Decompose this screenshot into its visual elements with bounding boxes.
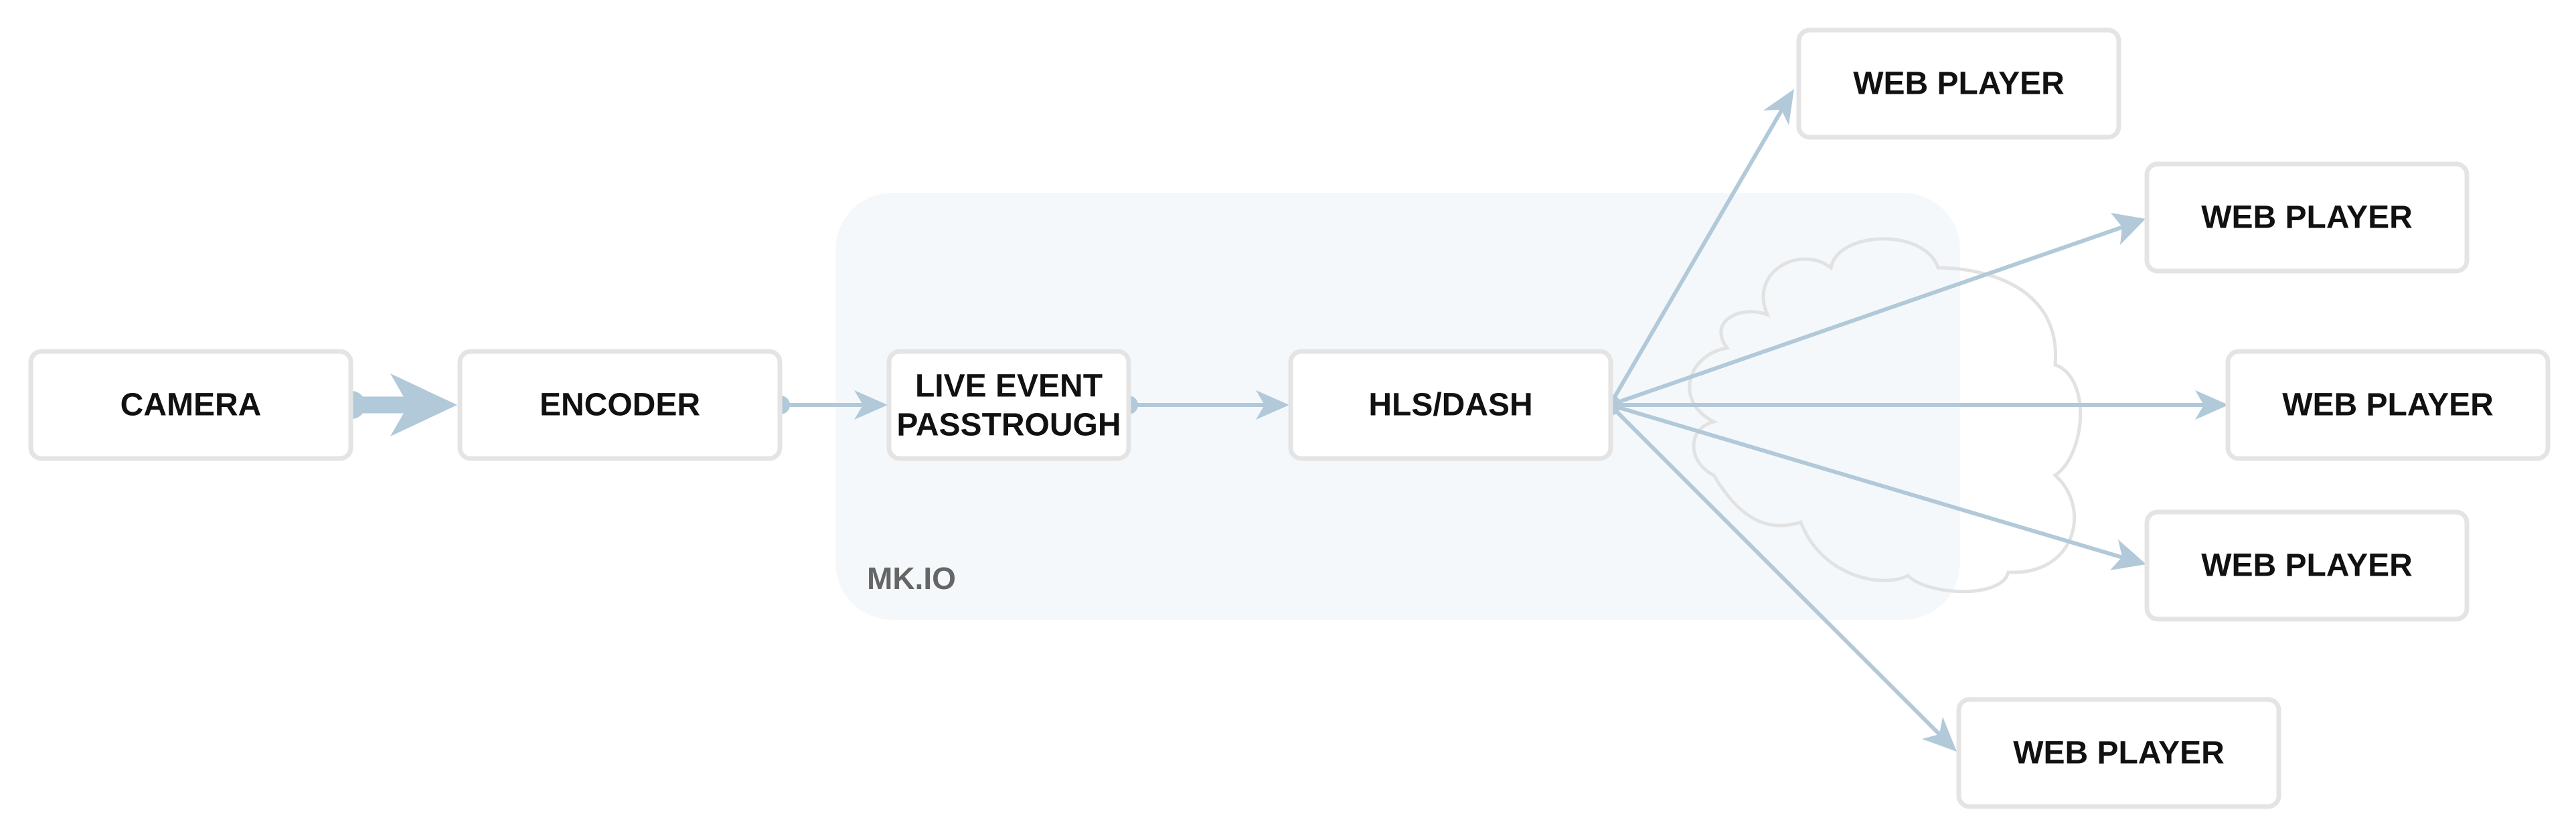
node-web-player-1: WEB PLAYER [1796,27,2121,140]
node-camera: CAMERA [28,349,353,461]
arrowhead-hls-dash [1256,390,1289,420]
live-event-label-line-1: LIVE EVENT [915,369,1103,404]
web-player-2-label: WEB PLAYER [2201,200,2413,236]
mkio-group-label: MK.IO [867,561,956,596]
live-event-label-line-2: PASSTROUGH [896,408,1121,443]
hls-dash-label: HLS/DASH [1368,388,1532,423]
edges [337,89,2229,752]
edge-hls-dash-player-2 [1609,223,2129,407]
node-web-player-3: WEB PLAYER [2225,349,2551,461]
edge-hls-dash-player-5 [1608,403,1947,742]
node-live-event: LIVE EVENT PASSTROUGH [886,349,1131,461]
node-web-player-5: WEB PLAYER [1956,697,2281,809]
arrowhead-player-3 [2195,390,2229,420]
arrowhead-player-4 [2110,539,2146,570]
node-web-player-4: WEB PLAYER [2144,509,2470,622]
arrowhead-player-5 [1922,717,1957,752]
arrowhead-encoder [390,373,457,436]
web-player-5-label: WEB PLAYER [2013,736,2225,771]
node-web-player-2: WEB PLAYER [2144,161,2470,274]
cloud-icon [1688,237,2082,594]
arrowhead-player-2 [2111,213,2146,245]
node-hls-dash: HLS/DASH [1288,349,1613,461]
camera-label: CAMERA [120,388,262,423]
edge-hls-dash-player-1 [1608,102,1787,406]
arrowhead-player-1 [1763,89,1794,125]
web-player-3-label: WEB PLAYER [2282,388,2494,423]
web-player-1-label: WEB PLAYER [1853,66,2065,102]
node-encoder: ENCODER [457,349,783,461]
web-player-4-label: WEB PLAYER [2201,548,2413,584]
edge-hls-dash-player-4 [1609,403,2130,562]
encoder-label: ENCODER [540,388,700,423]
arrowhead-live-event [854,390,888,420]
